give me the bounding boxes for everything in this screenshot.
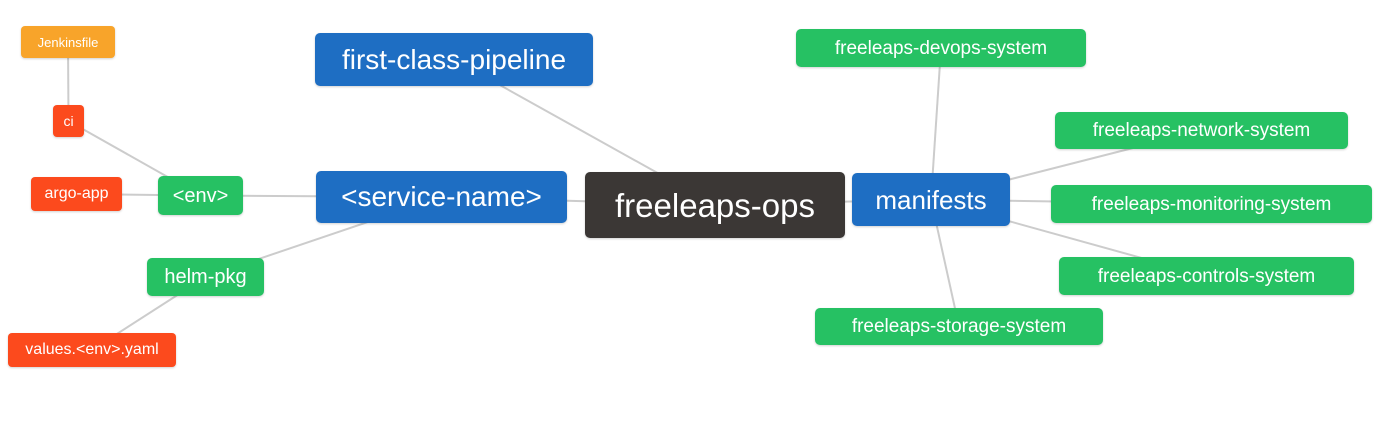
node-argo-app[interactable]: argo-app <box>31 177 122 211</box>
node-network-system[interactable]: freeleaps-network-system <box>1055 112 1348 149</box>
node-manifests[interactable]: manifests <box>852 173 1010 226</box>
node-ci[interactable]: ci <box>53 105 84 137</box>
node-values-env-yaml[interactable]: values.<env>.yaml <box>8 333 176 367</box>
node-devops-system[interactable]: freeleaps-devops-system <box>796 29 1086 67</box>
node-storage-system[interactable]: freeleaps-storage-system <box>815 308 1103 345</box>
node-service-name[interactable]: <service-name> <box>316 171 567 223</box>
node-first-class-pipeline[interactable]: first-class-pipeline <box>315 33 593 86</box>
node-env[interactable]: <env> <box>158 176 243 215</box>
node-jenkinsfile[interactable]: Jenkinsfile <box>21 26 115 58</box>
node-monitoring-system[interactable]: freeleaps-monitoring-system <box>1051 185 1372 223</box>
node-controls-system[interactable]: freeleaps-controls-system <box>1059 257 1354 295</box>
node-freeleaps-ops[interactable]: freeleaps-ops <box>585 172 845 238</box>
node-helm-pkg[interactable]: helm-pkg <box>147 258 264 296</box>
